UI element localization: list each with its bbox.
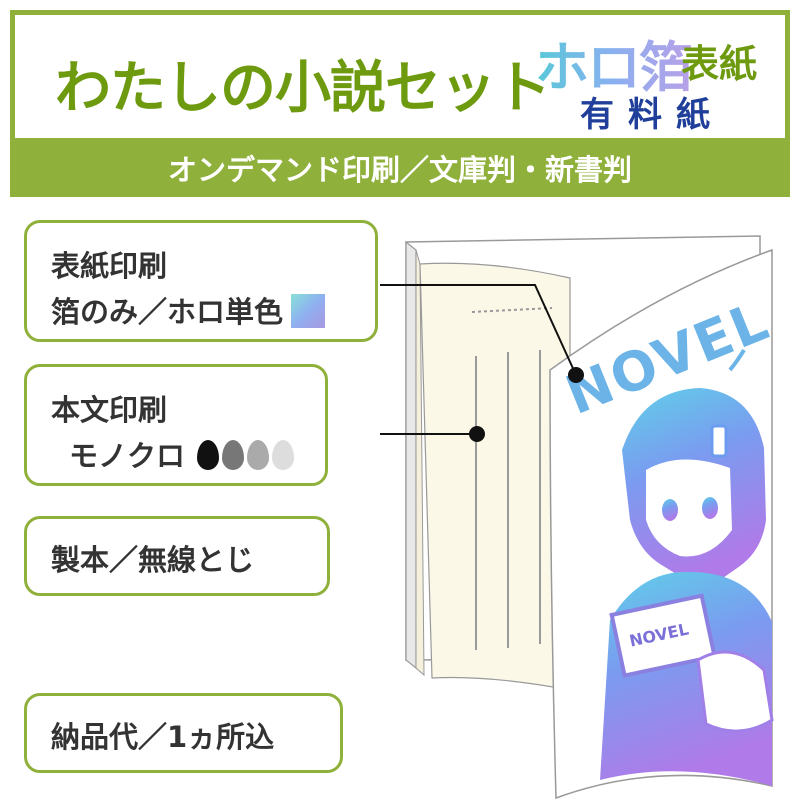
dark-gray-ink-drop-icon	[222, 440, 245, 470]
character-hand	[696, 650, 774, 733]
black-ink-drop-icon	[197, 440, 220, 470]
binding-box: 製本／無線とじ	[24, 516, 330, 596]
holo-swatch-icon	[291, 294, 326, 328]
body-printing-detail-row: モノクロ	[69, 433, 297, 477]
book-spine	[405, 240, 417, 670]
paid-paper-label: 有料紙	[580, 95, 724, 135]
ink-drops	[197, 440, 297, 477]
binding-text: 製本／無線とじ	[51, 543, 255, 577]
delivery-text: 納品代／1ヵ所込	[51, 720, 275, 754]
character-illustration: NOVEL	[600, 348, 774, 786]
body-printing-detail: モノクロ	[69, 439, 186, 473]
sparkle-mark	[728, 348, 746, 372]
cover-printing-detail-row: 箔のみ／ホロ単色	[51, 289, 326, 331]
page-title: わたしの小説セット	[55, 56, 551, 121]
mini-book: NOVEL	[609, 593, 717, 678]
book-illustration: NOVEL NOVEL	[380, 235, 778, 800]
cover-printing-heading: 表紙印刷	[51, 249, 168, 283]
body-printing-box: 本文印刷 モノクロ	[24, 364, 328, 486]
body-callout-dot	[469, 426, 485, 442]
gray-ink-drop-icon	[247, 440, 270, 470]
hair-clip	[710, 424, 728, 458]
cover-label: 表紙	[681, 42, 758, 86]
cover-callout-line	[380, 284, 577, 376]
cover-printing-box: 表紙印刷 箔のみ／ホロ単色	[24, 220, 378, 342]
page-title-line	[471, 307, 553, 313]
title-panel: わたしの小説セット ホロ箔 表紙 有料紙	[15, 15, 785, 138]
mini-book-cover	[609, 593, 717, 678]
cover-printing-detail: 箔のみ／ホロ単色	[51, 295, 284, 329]
left-eye	[662, 499, 678, 521]
inner-page	[419, 262, 571, 691]
holo-foil-label: ホロ箔	[535, 23, 693, 102]
character-face	[646, 459, 732, 557]
delivery-box: 納品代／1ヵ所込	[24, 693, 343, 773]
cover-callout-dot	[568, 367, 584, 383]
subtitle: オンデマンド印刷／文庫判・新書判	[167, 153, 632, 187]
body-printing-heading: 本文印刷	[51, 393, 168, 427]
header-banner: わたしの小説セット ホロ箔 表紙 有料紙 オンデマンド印刷／文庫判・新書判	[10, 10, 790, 197]
right-eye	[702, 497, 718, 519]
page-stack	[415, 249, 425, 677]
light-gray-ink-drop-icon	[272, 440, 295, 470]
